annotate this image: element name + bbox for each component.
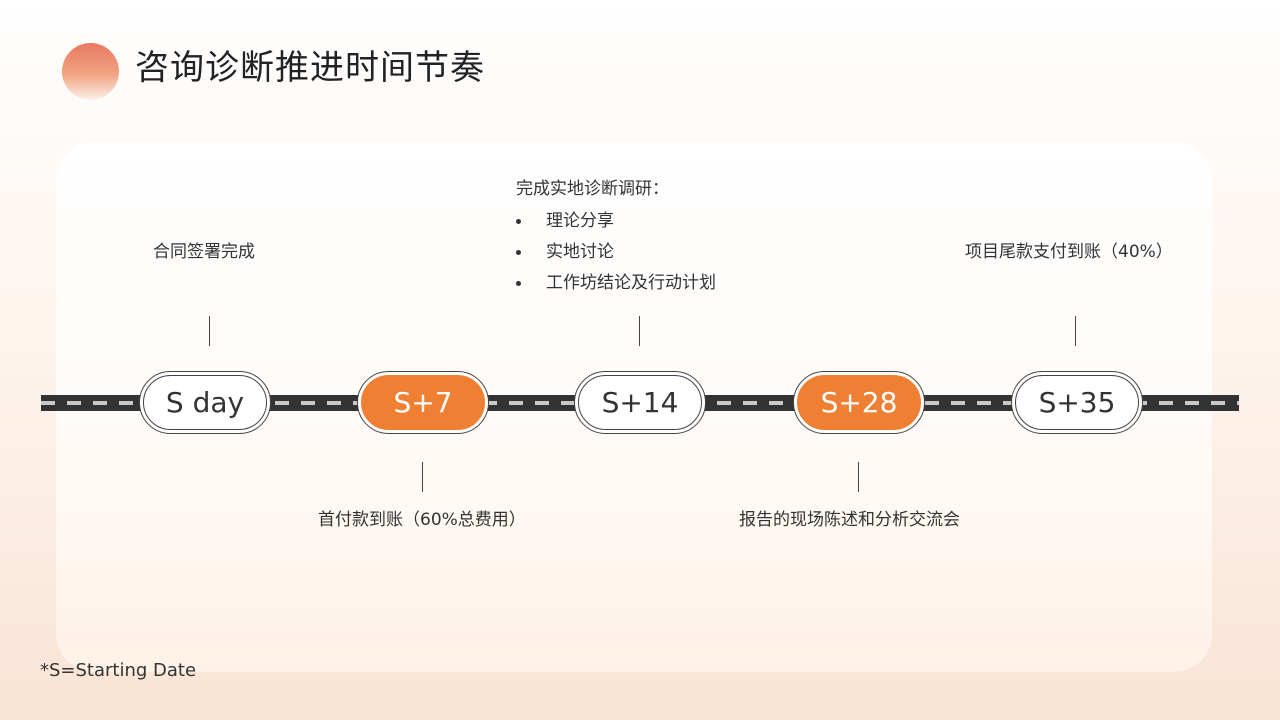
event-sday-text: 合同签署完成 [153,242,255,262]
milestone-label: S day [143,375,267,430]
footnote: *S=Starting Date [40,660,197,681]
milestone-s28: S+28 [793,371,925,434]
list-item: 理论分享 [516,206,716,237]
bullet-dot-icon [516,281,521,286]
connector-line-s14 [639,316,640,346]
event-s35-text: 项目尾款支付到账（40%） [965,242,1173,262]
milestone-label: S+35 [1015,375,1139,430]
title-decoration-circle [62,43,119,100]
milestone-sday: S day [139,371,271,434]
list-item: 工作坊结论及行动计划 [516,268,716,299]
milestone-label: S+14 [578,375,702,430]
connector-line-sday [209,316,210,346]
event-s14-heading: 完成实地诊断调研： [516,179,669,199]
event-s14-list: 理论分享 实地讨论 工作坊结论及行动计划 [516,206,716,299]
list-item: 实地讨论 [516,237,716,268]
milestone-label: S+28 [797,375,921,430]
connector-line-s35 [1075,316,1076,346]
event-s14-block: 完成实地诊断调研： 理论分享 实地讨论 工作坊结论及行动计划 [516,176,716,299]
milestone-s35: S+35 [1011,371,1143,434]
connector-line-s7 [422,462,423,492]
bullet-dot-icon [516,250,521,255]
event-s28-text: 报告的现场陈述和分析交流会 [739,510,960,530]
event-s7-text: 首付款到账（60%总费用） [318,510,526,530]
page-title: 咨询诊断推进时间节奏 [135,48,485,88]
milestone-s14: S+14 [574,371,706,434]
milestone-label: S+7 [361,375,485,430]
connector-line-s28 [858,462,859,492]
milestone-s7: S+7 [357,371,489,434]
bullet-dot-icon [516,219,521,224]
